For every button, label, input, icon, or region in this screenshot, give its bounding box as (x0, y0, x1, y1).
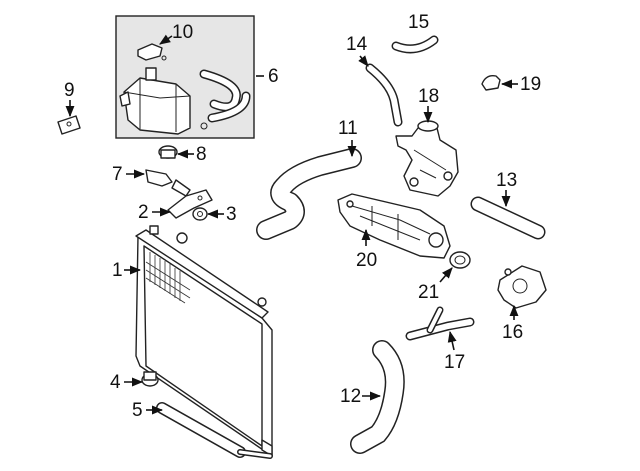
callout-label: 9 (64, 80, 75, 101)
part-5-lower-pipe (156, 402, 273, 459)
callout-6: 6 (256, 66, 279, 87)
callout-20: 20 (356, 228, 377, 271)
callout-1: 1 (112, 260, 142, 281)
callout-label: 1 (112, 260, 123, 281)
callout-label: 16 (502, 322, 523, 343)
callout-label: 15 (408, 12, 429, 33)
radiator-core-fins (145, 252, 191, 304)
callout-19: 19 (500, 74, 541, 95)
callout-7: 7 (112, 164, 146, 185)
callout-13: 13 (496, 170, 517, 208)
part-4-drain-plug (141, 371, 159, 387)
part-9-bracket (57, 115, 81, 135)
callout-label: 12 (340, 386, 361, 407)
hose-14 (365, 63, 403, 127)
callout-15: 15 (408, 12, 429, 33)
callout-3: 3 (206, 204, 237, 225)
callout-label: 4 (110, 372, 121, 393)
lower-hose-12 (350, 340, 405, 454)
callout-17: 17 (444, 330, 465, 373)
callout-label: 3 (226, 204, 237, 225)
callout-label: 2 (138, 202, 149, 223)
part-7-clip (145, 169, 191, 197)
reservoir-inset-group (115, 15, 255, 139)
callout-16: 16 (502, 304, 523, 343)
callout-5: 5 (132, 400, 164, 421)
callout-10: 10 (159, 22, 193, 45)
housing-16 (497, 265, 547, 309)
callout-9: 9 (64, 80, 75, 118)
callout-label: 7 (112, 164, 123, 185)
callout-label: 6 (268, 66, 279, 87)
hose-15 (391, 35, 439, 54)
callout-label: 14 (346, 34, 368, 55)
callout-label: 18 (418, 86, 439, 107)
callout-label: 5 (132, 400, 143, 421)
radiator (135, 225, 273, 457)
callout-label: 13 (496, 170, 517, 191)
callout-21: 21 (418, 267, 453, 303)
thermostat (449, 251, 471, 269)
upper-hose (256, 148, 362, 240)
callout-4: 4 (110, 372, 144, 393)
callout-14: 14 (346, 34, 369, 67)
callout-12: 12 (340, 386, 382, 407)
part-8-plug (158, 145, 178, 159)
reservoir-cap (137, 43, 167, 61)
reservoir-tank (119, 67, 191, 135)
cap-19 (481, 74, 501, 91)
bypass-pipe-17 (405, 306, 475, 341)
callout-label: 10 (172, 22, 193, 43)
callout-label: 20 (356, 250, 377, 271)
callout-label: 11 (338, 118, 358, 139)
callout-label: 21 (418, 282, 439, 303)
callout-2: 2 (138, 202, 172, 223)
part-3-nut (192, 207, 208, 221)
hose-13 (470, 196, 546, 240)
callout-label: 17 (444, 352, 465, 373)
callout-label: 8 (196, 144, 207, 165)
overflow-hose (199, 69, 251, 130)
callout-label: 19 (520, 74, 541, 95)
water-outlet (395, 120, 459, 197)
part-2-bracket (167, 189, 213, 219)
callout-11: 11 (338, 118, 358, 158)
callout-18: 18 (418, 86, 439, 124)
callout-8: 8 (176, 144, 207, 165)
inlet-housing (337, 193, 451, 259)
